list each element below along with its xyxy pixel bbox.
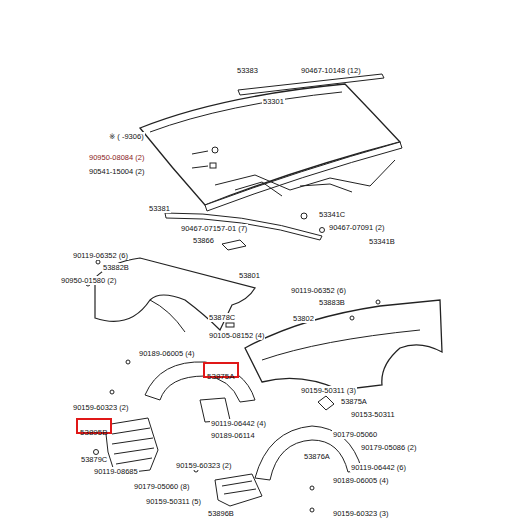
part-number: 90467-10148 (12) xyxy=(300,66,362,75)
part-number: 90950-01580 (2) xyxy=(60,276,117,285)
part-number: 90189-06114 xyxy=(210,431,256,440)
part-number: 53883B xyxy=(318,298,346,307)
bolt xyxy=(110,390,114,394)
leader-line xyxy=(192,151,208,168)
part-number: 53875A xyxy=(340,397,368,406)
part-number: 90119-06352 (6) xyxy=(72,251,129,260)
cushion xyxy=(210,163,216,168)
hood-crease xyxy=(150,92,342,132)
part-number: 90189-06005 (4) xyxy=(138,349,195,358)
part-number: 53879C xyxy=(80,455,108,464)
cushion xyxy=(212,147,218,153)
clip xyxy=(320,228,325,233)
bracket xyxy=(222,240,246,250)
bolt xyxy=(350,316,354,320)
part-number: 53875A xyxy=(207,372,235,382)
part-number: 53866 xyxy=(192,236,215,245)
part-number: 90159-60323 (2) xyxy=(72,403,129,412)
clip xyxy=(318,396,334,410)
right-fender xyxy=(245,300,442,390)
highlight-box: 53895B xyxy=(76,418,112,434)
bolt xyxy=(376,300,380,304)
bolt xyxy=(310,486,314,490)
fender-line xyxy=(150,300,185,332)
bracket xyxy=(226,323,234,327)
bolt xyxy=(96,260,100,264)
clip xyxy=(94,450,99,455)
front-strip xyxy=(165,213,322,240)
part-number: 90467-07091 (2) xyxy=(328,223,385,232)
part-number: 90159-60323 (2) xyxy=(175,461,232,470)
part-number: 90159-50311 (3) xyxy=(300,386,357,395)
bolt xyxy=(126,360,130,364)
part-number: 53878C xyxy=(208,313,236,322)
bolt xyxy=(310,508,314,512)
splash-shield xyxy=(105,418,158,474)
hood-edge xyxy=(205,142,402,211)
part-number: 90119-06442 (4) xyxy=(210,419,267,428)
clip xyxy=(301,213,307,219)
part-number: 90179-05060 xyxy=(332,430,378,439)
part-number: 53896B xyxy=(207,509,235,518)
part-number: 53876A xyxy=(303,452,331,461)
part-number: 90467-07157-01 (7) xyxy=(180,224,248,233)
part-number: 90159-50311 (5) xyxy=(145,497,202,506)
fender-line xyxy=(262,330,420,360)
shield-ribs xyxy=(222,481,256,494)
part-number: 90105-08152 (4) xyxy=(208,331,265,340)
part-number: 53381 xyxy=(148,204,171,213)
part-number: 90179-05086 (2) xyxy=(360,443,417,452)
part-number: 90179-05060 (8) xyxy=(133,482,190,491)
part-number: 53882B xyxy=(102,263,130,272)
part-number: 90119-06442 (6) xyxy=(350,463,407,472)
part-number: ※ ( -9306) xyxy=(108,132,145,141)
part-number: 90950-08084 (2) xyxy=(88,153,145,162)
part-number: 90119-08685 xyxy=(93,467,139,476)
part-number: 90541-15004 (2) xyxy=(88,167,145,176)
fender-liner xyxy=(145,362,255,402)
part-number: 53801 xyxy=(238,271,261,280)
hood-frame-inner xyxy=(235,182,352,196)
part-number: 53383 xyxy=(236,66,259,75)
shield-ribs xyxy=(112,428,154,464)
part-number: 53895B xyxy=(80,428,108,438)
part-number: 53341C xyxy=(318,210,346,219)
part-number: 90159-60323 (3) xyxy=(332,509,389,518)
part-number: 90153-50311 xyxy=(350,410,396,419)
part-number: 53301 xyxy=(262,97,285,106)
part-number: 53341B xyxy=(368,237,396,246)
highlight-box: 53875A xyxy=(203,362,239,378)
splash-shield xyxy=(215,474,262,506)
part-number: 90189-06005 (4) xyxy=(332,476,389,485)
part-number: 90119-06352 (6) xyxy=(290,286,347,295)
part-number: 53802 xyxy=(292,314,315,323)
